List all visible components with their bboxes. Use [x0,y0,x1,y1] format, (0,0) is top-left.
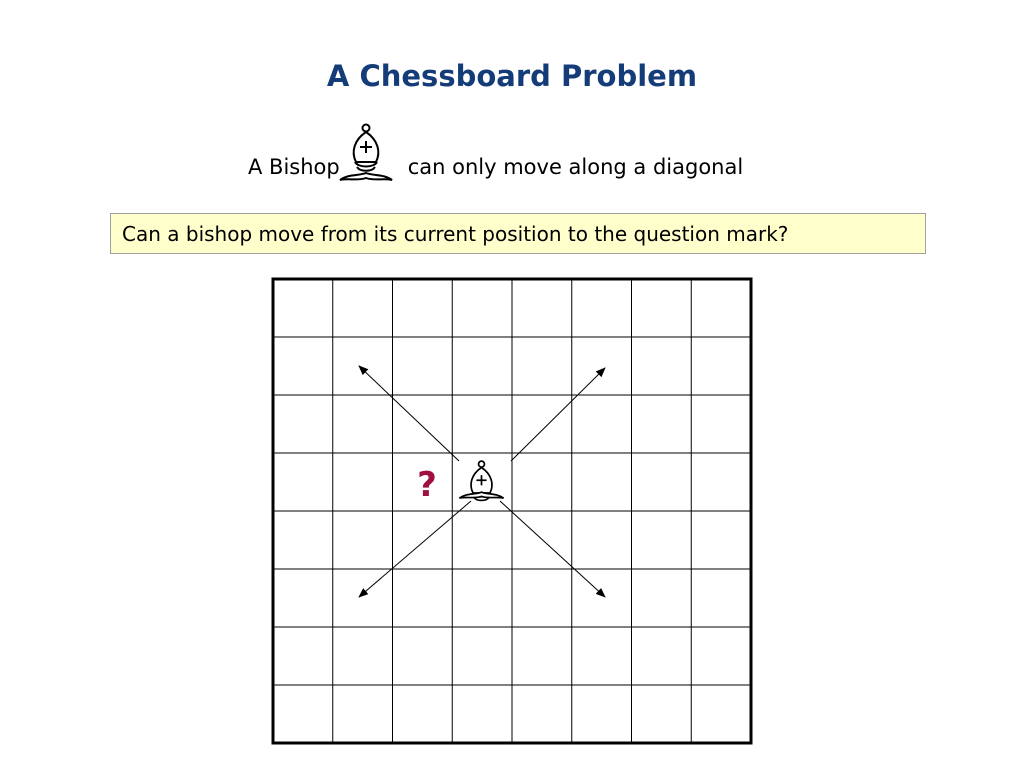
bishop-icon-inline [339,123,408,182]
arrow-down-right [499,500,606,598]
intro-text-before: A Bishop [248,155,340,179]
question-mark: ? [417,465,437,505]
intro-text-after: can only move along a diagonal [407,155,744,179]
intro-sentence: A Bishop can only move along a diagonal [248,123,744,182]
arrow-down-left [358,500,472,598]
bishop-icon [339,123,393,181]
page-title: A Chessboard Problem [326,59,698,93]
arrow-up-left [358,365,460,462]
board-border [271,277,753,745]
question-box: Can a bishop move from its current posit… [110,213,926,254]
bishop-icon [458,460,505,502]
board-grid [273,279,751,743]
arrow-up-right [510,367,606,462]
